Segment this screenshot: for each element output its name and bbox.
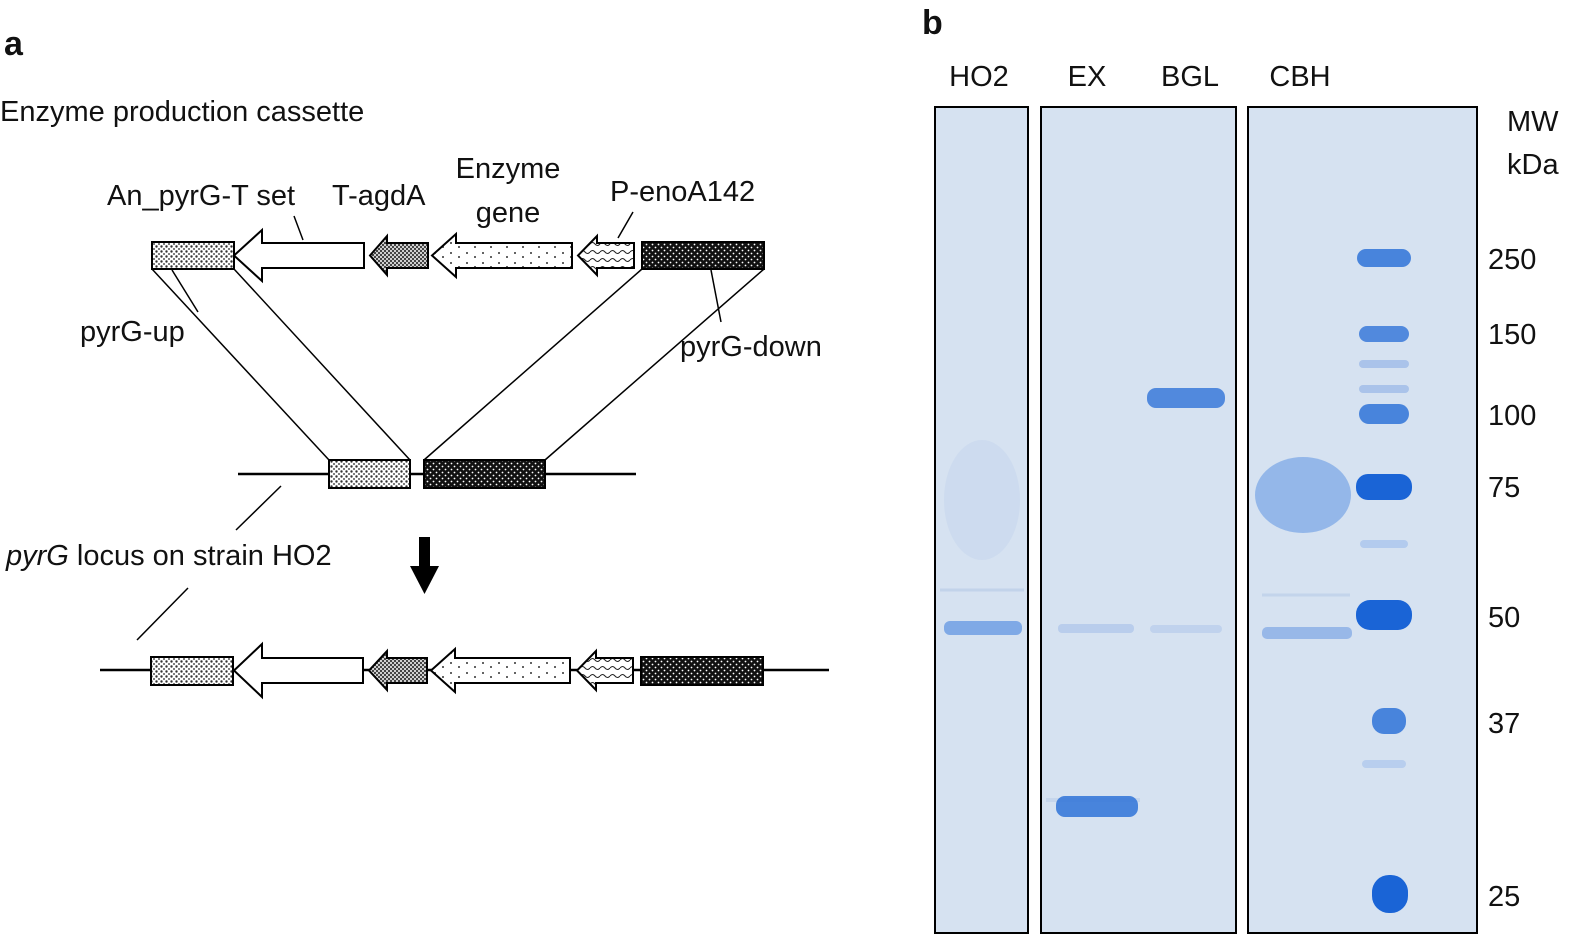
label-t-agda: T-agdA — [332, 180, 426, 212]
kda-label: kDa — [1507, 149, 1559, 181]
label-pyrg-down: pyrG-down — [680, 331, 822, 363]
marker-band-25 — [1372, 875, 1408, 913]
lane-label-cbh: CBH — [1269, 61, 1330, 93]
pointer-pyrg-down — [710, 269, 722, 323]
pyrg-down-block — [641, 241, 765, 270]
marker-band-extra-4 — [1362, 760, 1406, 768]
marker-band-75 — [1356, 474, 1412, 500]
pyrg-locus — [238, 459, 636, 489]
result-pyrg-down-block — [640, 656, 764, 686]
pointer-locus-upper — [235, 485, 282, 531]
locus-pyrg-down-block — [423, 459, 546, 489]
lane-label-ex: EX — [1068, 61, 1107, 93]
band-bgl — [1147, 388, 1225, 408]
mw-tick-50: 50 — [1488, 602, 1520, 634]
band-ho2-50 — [944, 621, 1022, 635]
result-enzyme-gene-arrow — [429, 646, 571, 695]
marker-band-100 — [1359, 404, 1409, 424]
panel-b-letter: b — [922, 4, 943, 42]
integration-arrow-icon — [410, 537, 439, 594]
label-enzyme-gene-2: gene — [476, 197, 541, 229]
marker-band-150 — [1359, 326, 1409, 342]
result-t-agda-arrow — [367, 648, 428, 693]
label-p-enoa142: P-enoA142 — [610, 176, 755, 208]
marker-band-250 — [1357, 249, 1411, 267]
pointer-pyrg-up — [171, 269, 199, 313]
mw-tick-37: 37 — [1488, 708, 1520, 740]
result-p-enoa142-arrow — [575, 648, 634, 693]
marker-band-37 — [1372, 708, 1406, 734]
pyrg-up-block — [151, 241, 235, 270]
label-pyrg-t-set: An_pyrG-T set — [107, 180, 295, 212]
ho2-faint-smear — [944, 440, 1020, 560]
mw-tick-250: 250 — [1488, 244, 1536, 276]
panel-b: b HO2 EX BGL CBH MW kDa — [922, 4, 1559, 934]
marker-ladder — [1356, 249, 1412, 913]
label-locus-rest: locus on strain HO2 — [69, 540, 332, 572]
panel-a-letter: a — [4, 25, 24, 63]
cassette-integrated — [100, 641, 829, 700]
lane-label-bgl: BGL — [1161, 61, 1219, 93]
label-pyrg-up: pyrG-up — [80, 316, 185, 348]
locus-pyrg-up-block — [328, 459, 411, 489]
gel-box-ex-bgl — [1040, 106, 1237, 934]
result-pyrg-up-block — [150, 656, 234, 686]
cassette-top — [151, 227, 765, 284]
result-pyrg-t-set-arrow — [232, 641, 364, 700]
marker-band-50 — [1356, 600, 1412, 630]
marker-band-extra-2 — [1359, 385, 1409, 393]
band-ex-50-faint — [1058, 624, 1134, 633]
label-locus-italic: pyrG — [5, 540, 69, 572]
mw-label: MW — [1507, 106, 1559, 138]
band-ex — [1056, 796, 1138, 817]
band-cbh-50 — [1262, 627, 1352, 639]
pointer-pyrg-t-set — [293, 215, 304, 241]
lane-label-ho2: HO2 — [949, 61, 1009, 93]
crossover-lines — [151, 268, 765, 461]
panel-a: a Enzyme production cassette An_pyrG-T s… — [0, 25, 829, 700]
enzyme-gene-arrow — [430, 231, 573, 280]
label-enzyme-gene-1: Enzyme — [456, 153, 561, 185]
label-locus: pyrG locus on strain HO2 — [5, 540, 332, 572]
pointer-p-enoa142 — [617, 211, 634, 239]
band-bgl-50-faint — [1150, 625, 1222, 633]
mw-tick-75: 75 — [1488, 472, 1520, 504]
mw-tick-150: 150 — [1488, 319, 1536, 351]
pointer-locus-lower — [136, 587, 189, 641]
marker-band-extra-3 — [1360, 540, 1408, 548]
band-cbh — [1255, 457, 1351, 533]
p-enoa142-arrow — [576, 233, 635, 278]
mw-tick-100: 100 — [1488, 400, 1536, 432]
pyrg-t-set-arrow — [232, 227, 365, 284]
panel-a-title: Enzyme production cassette — [0, 96, 364, 128]
t-agda-arrow — [368, 233, 429, 278]
mw-tick-25: 25 — [1488, 881, 1520, 913]
marker-band-extra-1 — [1359, 360, 1409, 368]
